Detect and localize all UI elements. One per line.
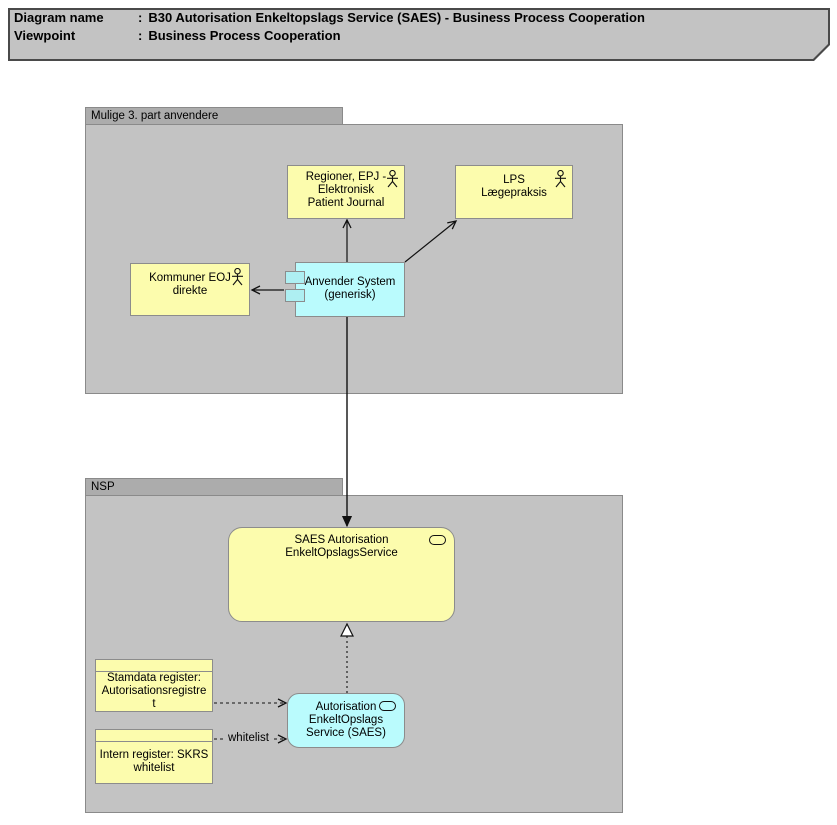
- node-label: Regioner, EPJ - Elektronisk Patient Jour…: [305, 171, 387, 209]
- diagram-title-note-fill: [10, 10, 828, 59]
- group-label: NSP: [91, 481, 115, 493]
- node-label: Kommuner EOJ direkte: [149, 272, 231, 297]
- component-icon: [285, 271, 305, 284]
- component-icon: [285, 289, 305, 302]
- object-title-band: [96, 730, 212, 742]
- viewpoint-row: Viewpoint: Business Process Cooperation: [14, 27, 807, 45]
- business-actor-icon: [231, 267, 244, 286]
- node-saes-autorisation-enkeltopslagsservice[interactable]: SAES Autorisation EnkeltOpslagsService: [228, 527, 455, 622]
- service-icon: [429, 535, 446, 545]
- diagram-name-label: Diagram name: [14, 10, 104, 25]
- business-actor-icon: [386, 169, 399, 188]
- diagram-title-note: [8, 8, 830, 61]
- node-lps-laegepraksis[interactable]: LPS Lægepraksis: [455, 165, 573, 219]
- node-label: Intern register: SKRS whitelist: [99, 749, 209, 774]
- node-label: Stamdata register: Autorisationsregistre…: [101, 672, 207, 710]
- node-anvender-system[interactable]: Anvender System (generisk): [285, 262, 405, 317]
- connector-label-whitelist: whitelist: [226, 732, 271, 745]
- viewpoint-value: Business Process Cooperation: [148, 28, 341, 43]
- separator: :: [138, 28, 143, 43]
- service-icon: [379, 701, 396, 711]
- node-label: LPS Lægepraksis: [481, 174, 547, 199]
- node-label: SAES Autorisation EnkeltOpslagsService: [285, 534, 398, 559]
- diagram-name-row: Diagram name: B30 Autorisation Enkeltopsl…: [14, 9, 807, 27]
- diagram-title-text: Diagram name: B30 Autorisation Enkeltopsl…: [14, 9, 807, 45]
- node-autorisation-enkeltopslags-service[interactable]: Autorisation EnkeltOpslags Service (SAES…: [287, 693, 405, 748]
- node-kommuner-eoj[interactable]: Kommuner EOJ direkte: [130, 263, 250, 316]
- diagram-name-value: B30 Autorisation Enkeltopslags Service (…: [148, 10, 645, 25]
- node-label: Anvender System (generisk): [304, 276, 396, 301]
- node-intern-register-skrs[interactable]: Intern register: SKRS whitelist: [95, 729, 213, 784]
- node-regioner-epj[interactable]: Regioner, EPJ - Elektronisk Patient Jour…: [287, 165, 405, 219]
- node-label: Autorisation EnkeltOpslags Service (SAES…: [306, 701, 386, 739]
- separator: :: [138, 10, 143, 25]
- viewpoint-label: Viewpoint: [14, 28, 76, 43]
- group-tab-mulige-3-part-anvendere[interactable]: Mulige 3. part anvendere: [85, 107, 343, 125]
- connector-anvender-to-lps[interactable]: [404, 220, 458, 263]
- object-title-band: [96, 660, 212, 672]
- node-stamdata-register[interactable]: Stamdata register: Autorisationsregistre…: [95, 659, 213, 712]
- business-actor-icon: [554, 169, 567, 188]
- group-label: Mulige 3. part anvendere: [91, 110, 219, 122]
